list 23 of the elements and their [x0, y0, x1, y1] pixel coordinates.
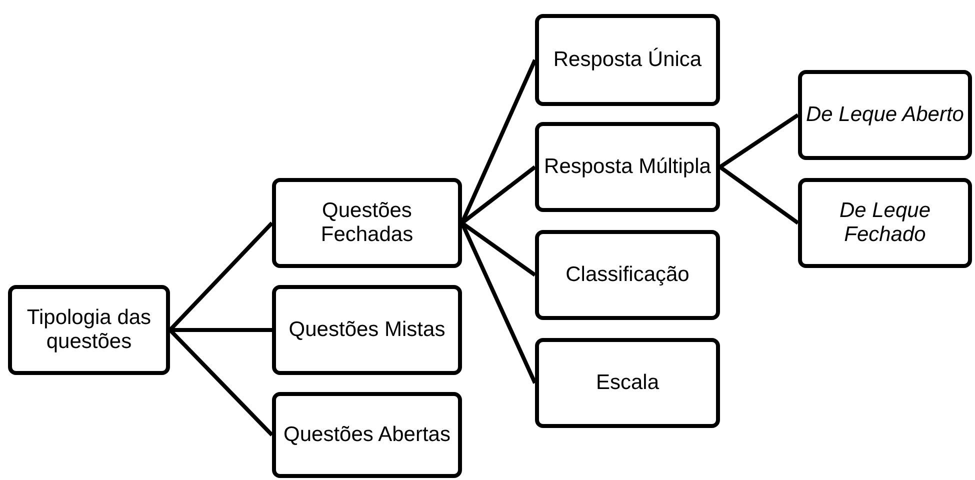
process-box [535, 14, 720, 106]
process-box [272, 392, 462, 478]
node-label: Resposta Única [553, 48, 702, 72]
process-box [798, 70, 972, 160]
process-box [535, 338, 720, 428]
process-box [8, 285, 170, 375]
process-box [272, 285, 462, 375]
connector-line [718, 165, 800, 225]
node-label: Classificação [566, 263, 690, 287]
process-box [272, 178, 462, 268]
node-label: De Leque Aberto [806, 103, 964, 127]
connector-line [170, 328, 272, 332]
connector-line [718, 113, 800, 169]
node-label: Escala [596, 371, 660, 395]
node-label: Questões Fechadas [320, 199, 414, 247]
node-label: De Leque Fechado [838, 199, 932, 247]
process-box [535, 230, 720, 320]
node-label: Questões Abertas [284, 423, 450, 447]
process-box [798, 178, 972, 268]
node-label: Resposta Múltipla [544, 155, 711, 179]
node-label: Questões Mistas [288, 318, 446, 342]
process-box [535, 122, 720, 212]
node-label: Tipologia das questões [26, 306, 152, 354]
